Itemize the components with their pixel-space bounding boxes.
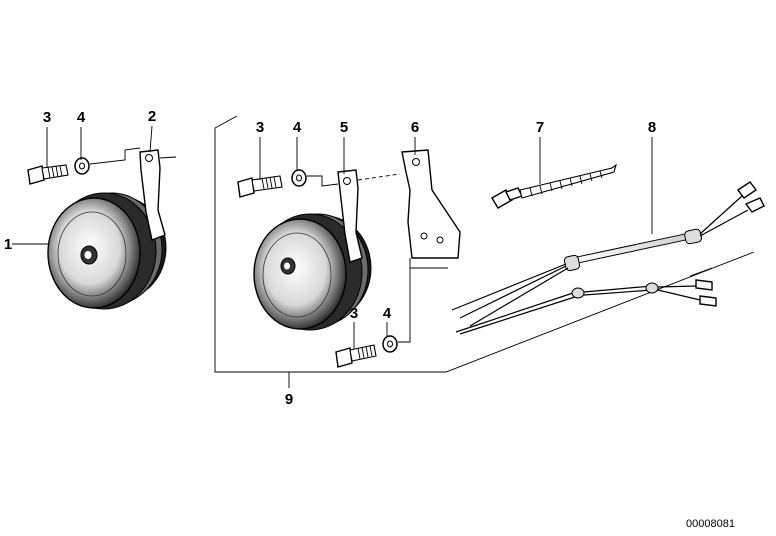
callout-9: 9: [285, 391, 293, 408]
callout-2: 2: [148, 108, 156, 125]
callout-3-left: 3: [43, 109, 51, 126]
callout-3-middle-bottom: 3: [350, 305, 358, 322]
callout-8: 8: [648, 119, 656, 136]
bolt-left: [27, 164, 69, 185]
callout-5: 5: [340, 119, 348, 136]
callout-4-middle-bottom: 4: [383, 305, 392, 322]
wiring-harness: [451, 181, 765, 335]
callout-7: 7: [536, 119, 544, 136]
mounting-plate: [401, 149, 461, 259]
washer-left: [74, 157, 90, 175]
horn-left: [47, 192, 167, 310]
washer-middle-bottom: [382, 335, 398, 353]
washer-middle-top: [291, 169, 307, 187]
callout-3-middle-top: 3: [256, 119, 264, 136]
callout-4-middle-top: 4: [293, 119, 302, 136]
document-id: 00008081: [686, 518, 735, 530]
bolt-middle-bottom: [335, 344, 377, 368]
horn-middle: [253, 213, 372, 331]
callout-6: 6: [411, 119, 419, 136]
callout-4-left: 4: [77, 109, 86, 126]
bolt-middle-top: [237, 175, 283, 198]
bracket-middle: [337, 169, 363, 263]
cable-tie: [491, 163, 617, 209]
bracket-left: [139, 149, 166, 241]
callout-1: 1: [4, 236, 12, 253]
